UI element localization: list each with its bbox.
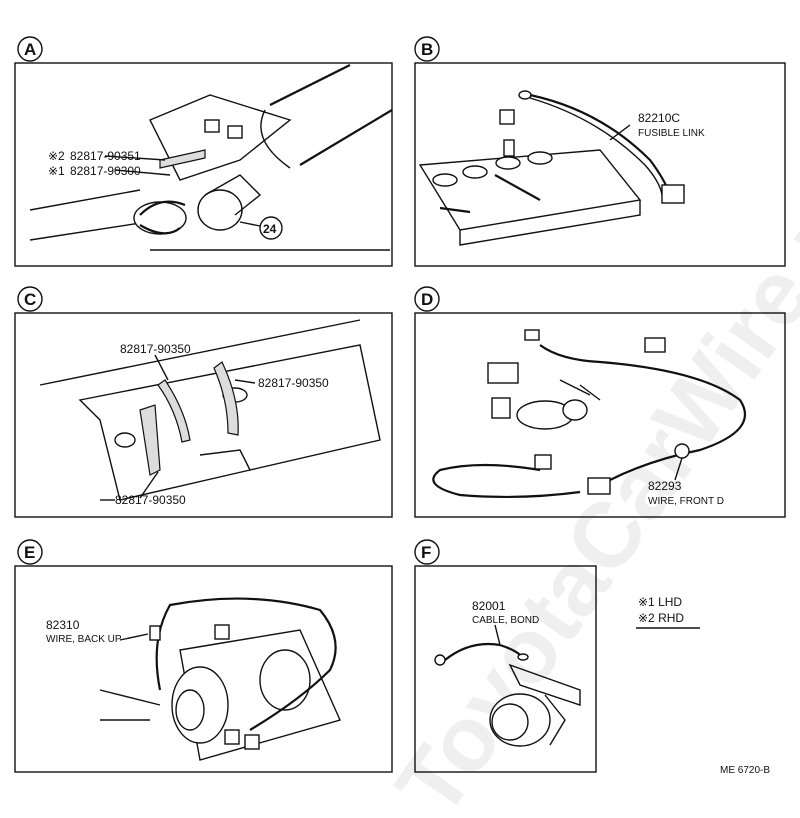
- panel-d-badge: [414, 286, 440, 312]
- wire-loop: [432, 463, 581, 499]
- panel-e-desc: WIRE, BACK UP: [46, 634, 122, 645]
- clamp-top: [157, 379, 191, 443]
- panel-a-mark1: ※1: [48, 164, 65, 178]
- panel-b-letter: B: [421, 40, 433, 59]
- panel-b-part: 82210C: [638, 111, 680, 125]
- panel-d-letter: D: [421, 290, 433, 309]
- legend-item1: ※1 LHD: [638, 595, 682, 609]
- panel-e-frame: [14, 565, 393, 773]
- wire-main: [539, 344, 746, 481]
- panel-b-badge: [414, 36, 440, 62]
- panel-a-part2: 82817-90300: [70, 164, 141, 178]
- fusible-link-wire: [529, 93, 672, 196]
- panel-f: F 82001 CABLE, BOND: [414, 539, 597, 773]
- connector-e1: [224, 729, 240, 745]
- clamp-bottom: [139, 404, 161, 476]
- wire-backup: [155, 597, 337, 731]
- clamp-right: [213, 361, 239, 436]
- panel-f-letter: F: [421, 543, 431, 562]
- panel-c-part-right: 82817-90350: [258, 376, 329, 390]
- panel-d: D 82293 WIRE, FRONT D: [414, 286, 786, 518]
- panel-b-desc: FUSIBLE LINK: [638, 128, 705, 139]
- panel-a: A ※2 82817-90351 ※1 82817-90300 24: [14, 36, 393, 267]
- panel-a-badge: [17, 36, 43, 62]
- ring-terminal: [518, 90, 532, 100]
- dash-panel: [39, 319, 381, 501]
- relay-d: [487, 362, 519, 384]
- bond-terminal-a: [434, 654, 446, 666]
- panel-d-desc: WIRE, FRONT D: [648, 496, 724, 507]
- panel-a-frame: [14, 62, 393, 267]
- connector-d-bottom: [587, 477, 611, 495]
- legend-item2: ※2 RHD: [638, 611, 684, 625]
- panel-a-letter: A: [24, 40, 36, 59]
- panel-e-part: 82310: [46, 618, 80, 632]
- callout-circle: [259, 216, 283, 240]
- connector-e2: [244, 734, 260, 750]
- panel-c-part-bottom: 82817-90350: [115, 493, 186, 507]
- legend: ※1 LHD ※2 RHD: [636, 595, 700, 629]
- panel-e-badge: [17, 539, 43, 565]
- column-cover: [149, 94, 292, 181]
- bracket: [508, 663, 581, 706]
- fusible-link-connector: [661, 184, 685, 204]
- panel-e: E 82310 WIRE, BACK UP: [14, 539, 393, 773]
- steering-column: [269, 64, 393, 166]
- panel-c-frame: [14, 312, 393, 518]
- panel-a-callout: 24: [263, 222, 277, 236]
- panel-f-desc: CABLE, BOND: [472, 615, 539, 626]
- bond-terminal-b: [517, 653, 529, 661]
- switch-body-a: [197, 189, 243, 231]
- panel-c-badge: [17, 286, 43, 312]
- panel-b: B 82210C FUSIBLE LINK: [414, 36, 786, 267]
- wire-clamp: [159, 149, 206, 169]
- panel-c-part-top: 82817-90350: [120, 342, 191, 356]
- panel-f-frame: [414, 565, 597, 773]
- grommet: [674, 443, 690, 459]
- panel-b-frame: [414, 62, 786, 267]
- panel-d-frame: [414, 312, 786, 518]
- footer-code: ME 6720-B: [720, 765, 770, 776]
- connector-d-top: [644, 337, 666, 353]
- panel-f-part: 82001: [472, 599, 506, 613]
- panel-c: C 82817-90350 82817-90350 82817-90350: [14, 286, 393, 518]
- panel-f-badge: [414, 539, 440, 565]
- panel-e-letter: E: [24, 543, 35, 562]
- panel-d-part: 82293: [648, 479, 682, 493]
- panel-c-letter: C: [24, 290, 36, 309]
- panel-a-part1: 82817-90351: [70, 149, 141, 163]
- panel-a-mark2: ※2: [48, 149, 65, 163]
